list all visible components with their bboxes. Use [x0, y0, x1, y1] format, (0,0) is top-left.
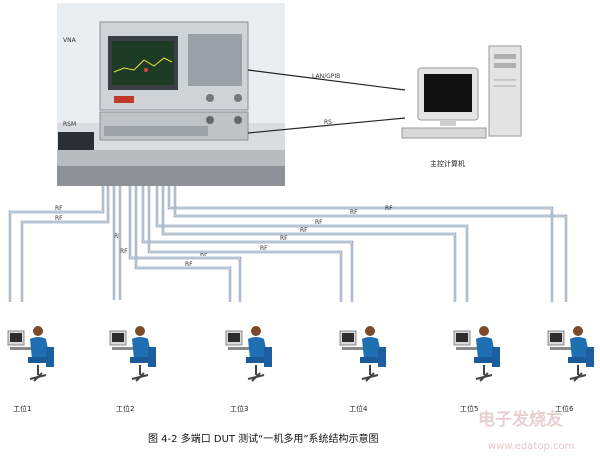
- rf-cable-core: [21, 186, 109, 302]
- rf-cable-label: RF: [200, 251, 208, 258]
- rf-cable-label: RF: [385, 205, 393, 212]
- rf-cable: [8, 186, 105, 302]
- rf-cable: [155, 186, 469, 302]
- rf-cable-label: RF: [55, 215, 63, 222]
- rf-cable: [20, 186, 110, 302]
- rsm-switch-matrix: [99, 111, 249, 141]
- rf-cable-core: [148, 186, 342, 302]
- rf-cable-label: RF: [350, 209, 358, 216]
- workstation-group: [7, 326, 594, 382]
- rf-cable-label: RF: [300, 227, 308, 234]
- station-label: 工位5: [460, 404, 478, 413]
- rf-cable: [167, 186, 554, 302]
- rf-cable-label: RF: [120, 248, 128, 255]
- rf-cable: [147, 186, 343, 302]
- workstation-figure: [225, 326, 272, 382]
- rs-link: [247, 117, 406, 134]
- workstation-figure: [109, 326, 156, 382]
- rf-cable-core: [168, 186, 553, 302]
- rf-cable-core: [162, 186, 456, 302]
- rf-cable-core: [156, 186, 468, 302]
- rf-cable-core: [9, 186, 104, 302]
- watermark-logo: 电子发烧友: [478, 409, 563, 430]
- workstation-figure: [7, 326, 54, 382]
- lan-link-label: LAN/GPIB: [312, 73, 340, 80]
- rf-cable-core: [135, 186, 231, 302]
- workstation-figure: [453, 326, 500, 382]
- rsm-label: RSM: [63, 121, 76, 128]
- station-label: 工位4: [349, 404, 368, 413]
- rs-link-label: RS: [324, 119, 332, 126]
- rf-cable-label: RF: [280, 235, 288, 242]
- host-computer: [401, 45, 522, 139]
- rf-cable: [128, 186, 242, 302]
- rf-cable-group: RF RF RF RF RF RF RF RF RF RF RF RF: [8, 186, 568, 302]
- figure-caption: 图 4-2 多端口 DUT 测试“一机多用”系统结构示意图: [148, 432, 379, 445]
- rf-cable-label: RF: [114, 233, 122, 240]
- vna-label: VNA: [63, 37, 77, 44]
- station-label: 工位1: [13, 404, 31, 413]
- vna-analyzer: [99, 21, 249, 111]
- station-label: 工位3: [230, 404, 248, 413]
- rf-cable-core: [174, 186, 567, 302]
- instrument-photo: VNA RSM: [57, 3, 285, 186]
- rf-cable-core: [142, 186, 353, 302]
- rf-cable-label: RF: [260, 245, 268, 252]
- station-label: 工位6: [555, 404, 574, 413]
- rf-cable-label: RF: [55, 205, 63, 212]
- rf-cable: [173, 186, 568, 302]
- workstation-figure: [547, 326, 594, 382]
- rf-cable-core: [129, 186, 241, 302]
- rf-cable-label: RF: [185, 261, 193, 268]
- rf-cable-label: RF: [315, 219, 323, 226]
- workstation-figure: [339, 326, 386, 382]
- watermark-url: www.edatop.com: [488, 441, 574, 452]
- host-computer-label: 主控计算机: [430, 159, 465, 168]
- station-label: 工位2: [116, 404, 134, 413]
- rf-cable: [161, 186, 457, 302]
- lan-link: [247, 69, 406, 91]
